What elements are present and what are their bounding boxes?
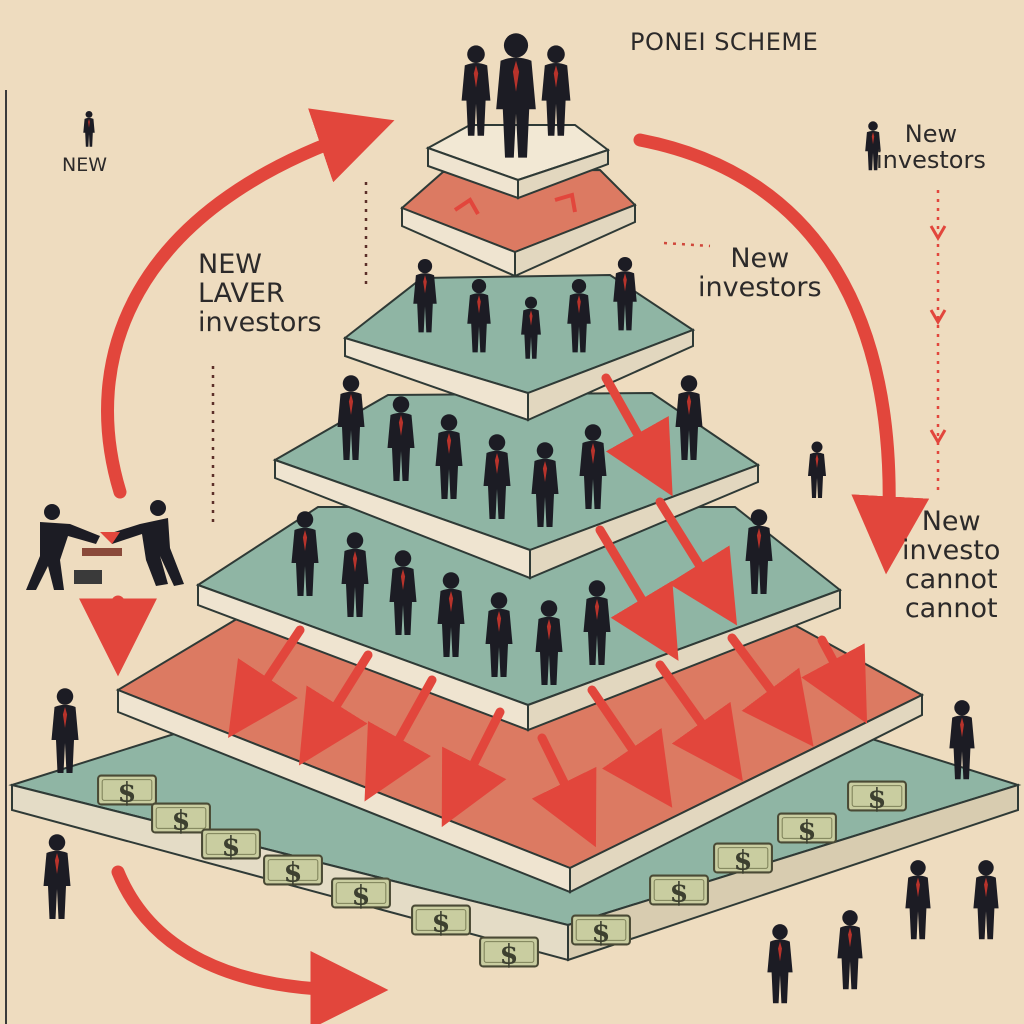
down-arrows bbox=[228, 373, 868, 848]
label-new-investors-cannot: New investo cannot cannot bbox=[902, 507, 1000, 624]
person-figure-icon bbox=[837, 910, 863, 990]
label-line: investors bbox=[198, 307, 322, 339]
label-line: LAVER bbox=[198, 278, 285, 310]
dollar-bill-icon bbox=[777, 812, 837, 846]
flow-arrow-icon bbox=[587, 685, 673, 808]
label-line: investors bbox=[876, 145, 986, 174]
dollar-bill-icon bbox=[263, 854, 323, 888]
label-new-layer-investors: NEW LAVER investors bbox=[198, 249, 322, 339]
dollar-bill-icon bbox=[97, 774, 157, 808]
person-figure-icon bbox=[43, 834, 71, 919]
dollar-bill-icon bbox=[649, 874, 709, 908]
flow-arrow-icon bbox=[727, 633, 814, 747]
dollar-bill-icon bbox=[571, 914, 631, 948]
cycle-arrows bbox=[79, 108, 930, 1024]
person-figure-icon bbox=[808, 441, 826, 498]
label-new-left: NEW bbox=[62, 154, 108, 176]
dollar-bill-icon bbox=[847, 780, 907, 814]
dollar-bill-icon bbox=[479, 936, 539, 970]
label-new-investors-top: New investors bbox=[876, 120, 986, 174]
label-new-investors-mid: New investors bbox=[698, 244, 822, 302]
flow-arrow-icon bbox=[655, 497, 738, 626]
flow-arrow-icon bbox=[595, 525, 679, 661]
flow-arrow-icon bbox=[111, 865, 389, 1024]
flow-arrow-icon bbox=[364, 675, 437, 802]
dollar-bill-icon bbox=[201, 828, 261, 862]
label-line: investors bbox=[698, 272, 822, 304]
flow-arrow-icon bbox=[633, 133, 930, 575]
label-line: investo bbox=[902, 535, 1001, 567]
person-figure-icon bbox=[767, 924, 793, 1004]
person-figure-icon bbox=[973, 860, 999, 940]
person-figure-icon bbox=[461, 45, 491, 136]
flow-arrow-icon bbox=[531, 733, 597, 848]
handshake-icon bbox=[26, 500, 184, 590]
flow-arrow-icon bbox=[601, 373, 673, 497]
flow-arrow-icon bbox=[801, 635, 868, 724]
person-figure-icon bbox=[51, 688, 79, 773]
person-figure-icon bbox=[905, 860, 931, 940]
label-line: NEW bbox=[198, 249, 262, 280]
flow-arrow-icon bbox=[441, 707, 507, 828]
person-figure-icon bbox=[541, 45, 571, 136]
red-dotted-line bbox=[929, 190, 947, 494]
pyramid-tier-roof bbox=[400, 168, 637, 278]
dotted-connectors bbox=[211, 182, 711, 528]
pyramid-top-tier bbox=[425, 124, 611, 200]
flow-arrow-icon bbox=[298, 650, 373, 766]
label-line: cannot bbox=[904, 564, 998, 596]
flow-arrow-icon bbox=[228, 625, 305, 738]
label-line: New bbox=[730, 243, 790, 274]
label-line: New bbox=[921, 506, 981, 537]
label-line: cannot bbox=[904, 593, 998, 625]
diagram-title: PONEI SCHEME bbox=[630, 28, 819, 56]
pyramid-tier-salmon bbox=[115, 616, 925, 894]
label-line: New bbox=[904, 120, 958, 148]
flow-arrow-icon bbox=[655, 660, 743, 782]
dollar-bill-icon bbox=[331, 877, 391, 911]
dollar-bill-icon bbox=[411, 904, 471, 938]
flow-arrow-icon bbox=[101, 108, 395, 499]
dollar-bill-icon bbox=[713, 842, 773, 876]
person-figure-icon bbox=[83, 110, 95, 147]
